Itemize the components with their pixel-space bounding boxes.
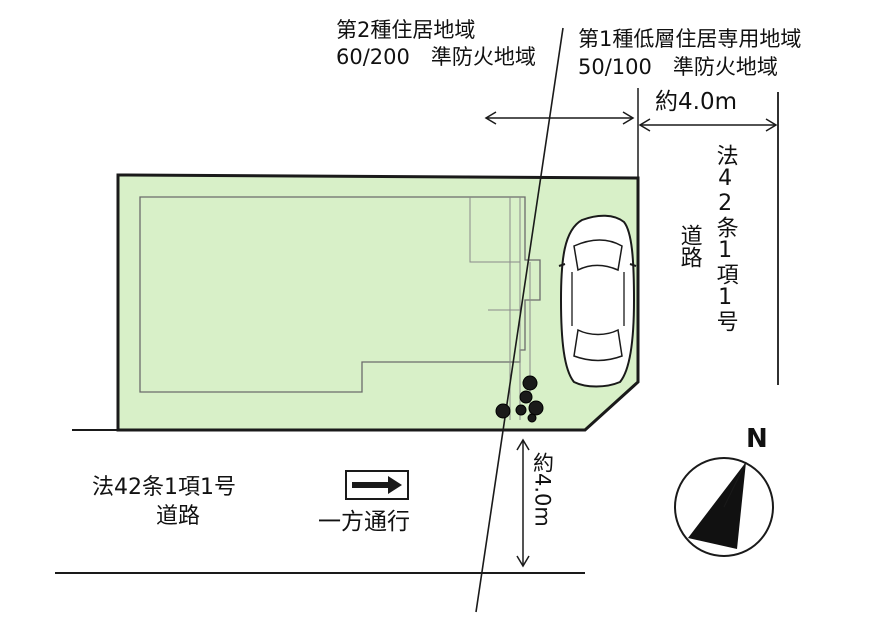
zoning-boundary-line (475, 27, 564, 613)
north-label: N (746, 424, 768, 454)
car-top-view-icon (558, 214, 637, 388)
building-inner-lines (469, 197, 531, 420)
dimension-top-label: 約4.0m (655, 89, 737, 115)
arrow-head-east-right (765, 118, 778, 132)
road-south-line2: 道路 (156, 504, 201, 529)
arrow-head-right (622, 111, 635, 125)
lot-outline (116, 173, 640, 432)
road-south-line1: 法42条1項1号 (92, 475, 236, 500)
building-footprint (139, 196, 541, 393)
dimension-bottom-label: 約4.0m (530, 452, 555, 527)
arrow-head-up (516, 438, 530, 451)
arrow-head-left (484, 111, 497, 125)
zoning-left-line2: 60/200 準防火地域 (336, 45, 536, 69)
road-east-line2: 道路 (676, 224, 702, 268)
north-compass-icon (674, 457, 774, 557)
shrub-icon (495, 375, 544, 423)
zoning-right-line2: 50/100 準防火地域 (578, 55, 778, 79)
arrow-head-east-left (638, 118, 651, 132)
road-east-line1: 法42条1項1号 (712, 144, 738, 332)
zoning-right-line1: 第1種低層住居専用地域 (578, 27, 802, 51)
zoning-left-line1: 第2種住居地域 (336, 18, 476, 42)
arrow-head-down (516, 555, 530, 568)
one-way-arrow-icon (345, 470, 409, 500)
one-way-label: 一方通行 (318, 509, 410, 535)
